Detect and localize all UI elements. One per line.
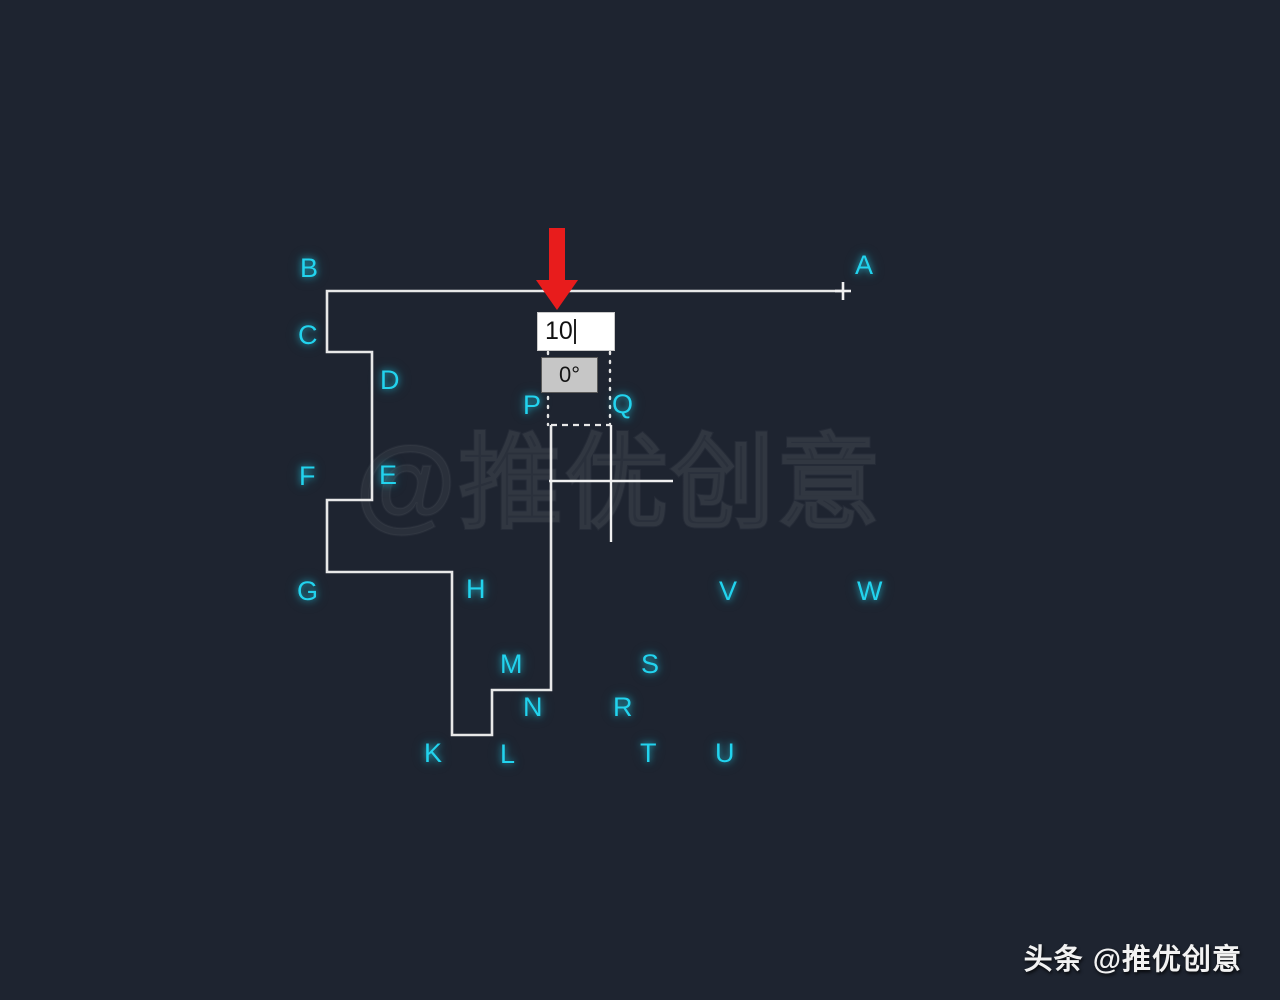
annotation-arrow — [536, 228, 578, 310]
point-label-P: P — [523, 390, 542, 420]
brand-watermark: 头条 @推优创意 — [1023, 944, 1242, 976]
polyline-main — [325, 289, 843, 737]
point-label-B: B — [300, 253, 319, 283]
point-label-T: T — [640, 738, 657, 768]
crosshair-cursor — [549, 425, 673, 542]
distance-value: 10 — [545, 317, 573, 345]
dynamic-angle-field[interactable]: 0° — [541, 357, 598, 393]
angle-value: 0° — [558, 362, 581, 387]
endpoint-marker — [835, 282, 851, 300]
point-label-D: D — [380, 365, 400, 395]
point-label-U: U — [715, 738, 735, 768]
point-label-E: E — [379, 460, 398, 490]
point-label-S: S — [641, 649, 660, 679]
point-label-F: F — [299, 461, 316, 491]
point-label-C: C — [298, 320, 318, 350]
point-label-N: N — [523, 692, 543, 722]
point-label-M: M — [500, 649, 523, 679]
dynamic-distance-input[interactable]: 10 — [537, 312, 615, 351]
point-label-R: R — [613, 692, 633, 722]
point-label-L: L — [500, 739, 516, 769]
text-caret — [573, 319, 576, 344]
arrow-shaft — [549, 228, 565, 282]
point-label-Q: Q — [612, 389, 634, 419]
point-label-A: A — [855, 250, 874, 280]
point-label-K: K — [424, 738, 443, 768]
point-label-W: W — [857, 576, 883, 606]
point-label-G: G — [297, 576, 319, 606]
point-label-H: H — [466, 574, 486, 604]
arrow-head — [536, 280, 578, 310]
point-label-V: V — [719, 576, 738, 606]
